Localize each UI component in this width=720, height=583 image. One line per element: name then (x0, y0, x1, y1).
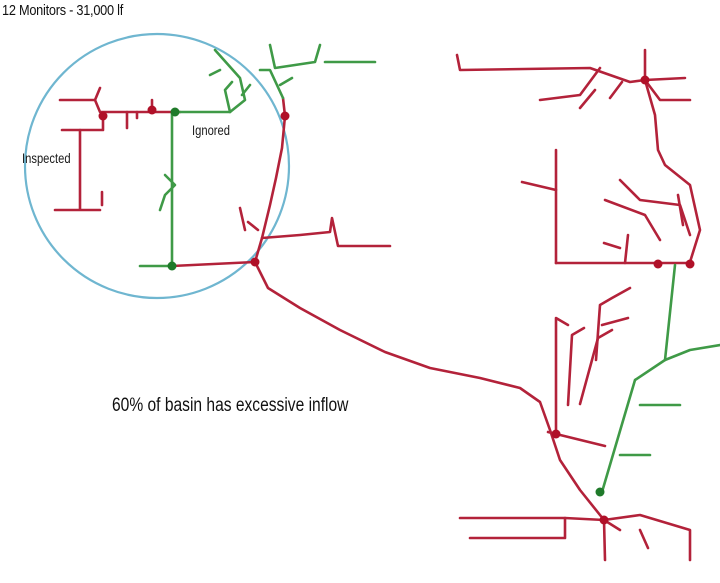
inspected-label: Inspected (22, 150, 71, 166)
red-pipes (53, 48, 702, 562)
monitor-dot (551, 429, 561, 439)
inspected-area-circle (23, 32, 291, 300)
pipe-ignored-north-d (278, 76, 294, 87)
pipe-ignored-b (240, 83, 252, 97)
monitor-dot (147, 105, 157, 115)
pipe-tr-main (455, 53, 687, 84)
pipe-bottom-left (458, 516, 606, 522)
monitor-dot (250, 257, 260, 267)
monitor-dot (640, 75, 650, 85)
pipe-ignored-c (208, 68, 222, 77)
monitor-dot (599, 515, 609, 525)
monitor-dot (685, 259, 695, 269)
pipe-circle-bottom (170, 260, 257, 268)
pipe-tr-branch-a (618, 178, 692, 237)
pipe-tr-branch-c (602, 241, 622, 250)
pipe-ignored-right-a (663, 343, 720, 362)
pipe-tr-b (608, 80, 624, 100)
pipe-tr-branch-d (623, 233, 630, 265)
pipe-ignored-wiggle (158, 173, 177, 212)
pipe-ignored-north-b (268, 43, 322, 70)
pipe-ignored-right (600, 263, 677, 494)
inflow-annotation: 60% of basin has excessive inflow (112, 395, 349, 416)
pipe-lower-up-b (566, 326, 586, 407)
diagram-title: 12 Monitors - 31,000 lf (2, 2, 124, 19)
pipe-lower-up-d (594, 286, 632, 362)
green-pipes (138, 43, 720, 494)
pipe-lower-up-c (578, 328, 614, 406)
monitor-dot (595, 487, 605, 497)
pipe-ignored-top (178, 48, 247, 114)
pipe-trunk-east (260, 216, 392, 248)
pipe-tr-c (578, 88, 597, 110)
pipe-trunk-stub-2 (246, 220, 260, 232)
pipe-ignored-north (258, 68, 285, 100)
pipe-lower-up-a (554, 316, 570, 434)
monitor-dot (167, 261, 177, 271)
monitor-dot (170, 107, 180, 117)
pipe-bottom-left-2 (468, 516, 567, 540)
pipe-bottom-drop-2 (638, 528, 650, 550)
pipe-bottom-drop (602, 518, 607, 562)
pipe-bottom-main (602, 513, 692, 562)
pipe-tr-e (643, 78, 692, 102)
pipe-left-branch-b (60, 114, 105, 132)
monitors (98, 75, 695, 525)
pipe-left-inspected (53, 128, 102, 212)
pipe-lower-up-e (600, 316, 630, 327)
pipe-ignored-a (223, 80, 234, 114)
pipe-trunk-stub (238, 206, 247, 232)
ignored-label: Ignored (192, 122, 230, 138)
pipe-main-diagonal (253, 260, 622, 532)
pipe-tr-a (538, 66, 602, 102)
monitor-dot (653, 259, 663, 269)
pipe-tr-branch-b (603, 198, 662, 242)
pipe-tr-branch-e (676, 193, 685, 227)
monitor-dot (280, 111, 290, 121)
pipe-tr-trunk (643, 78, 702, 264)
pipe-left-branch-a (93, 86, 102, 102)
pipe-left-main (58, 98, 182, 114)
pipe-tr-stub-a (520, 180, 558, 192)
monitor-dot (98, 111, 108, 121)
